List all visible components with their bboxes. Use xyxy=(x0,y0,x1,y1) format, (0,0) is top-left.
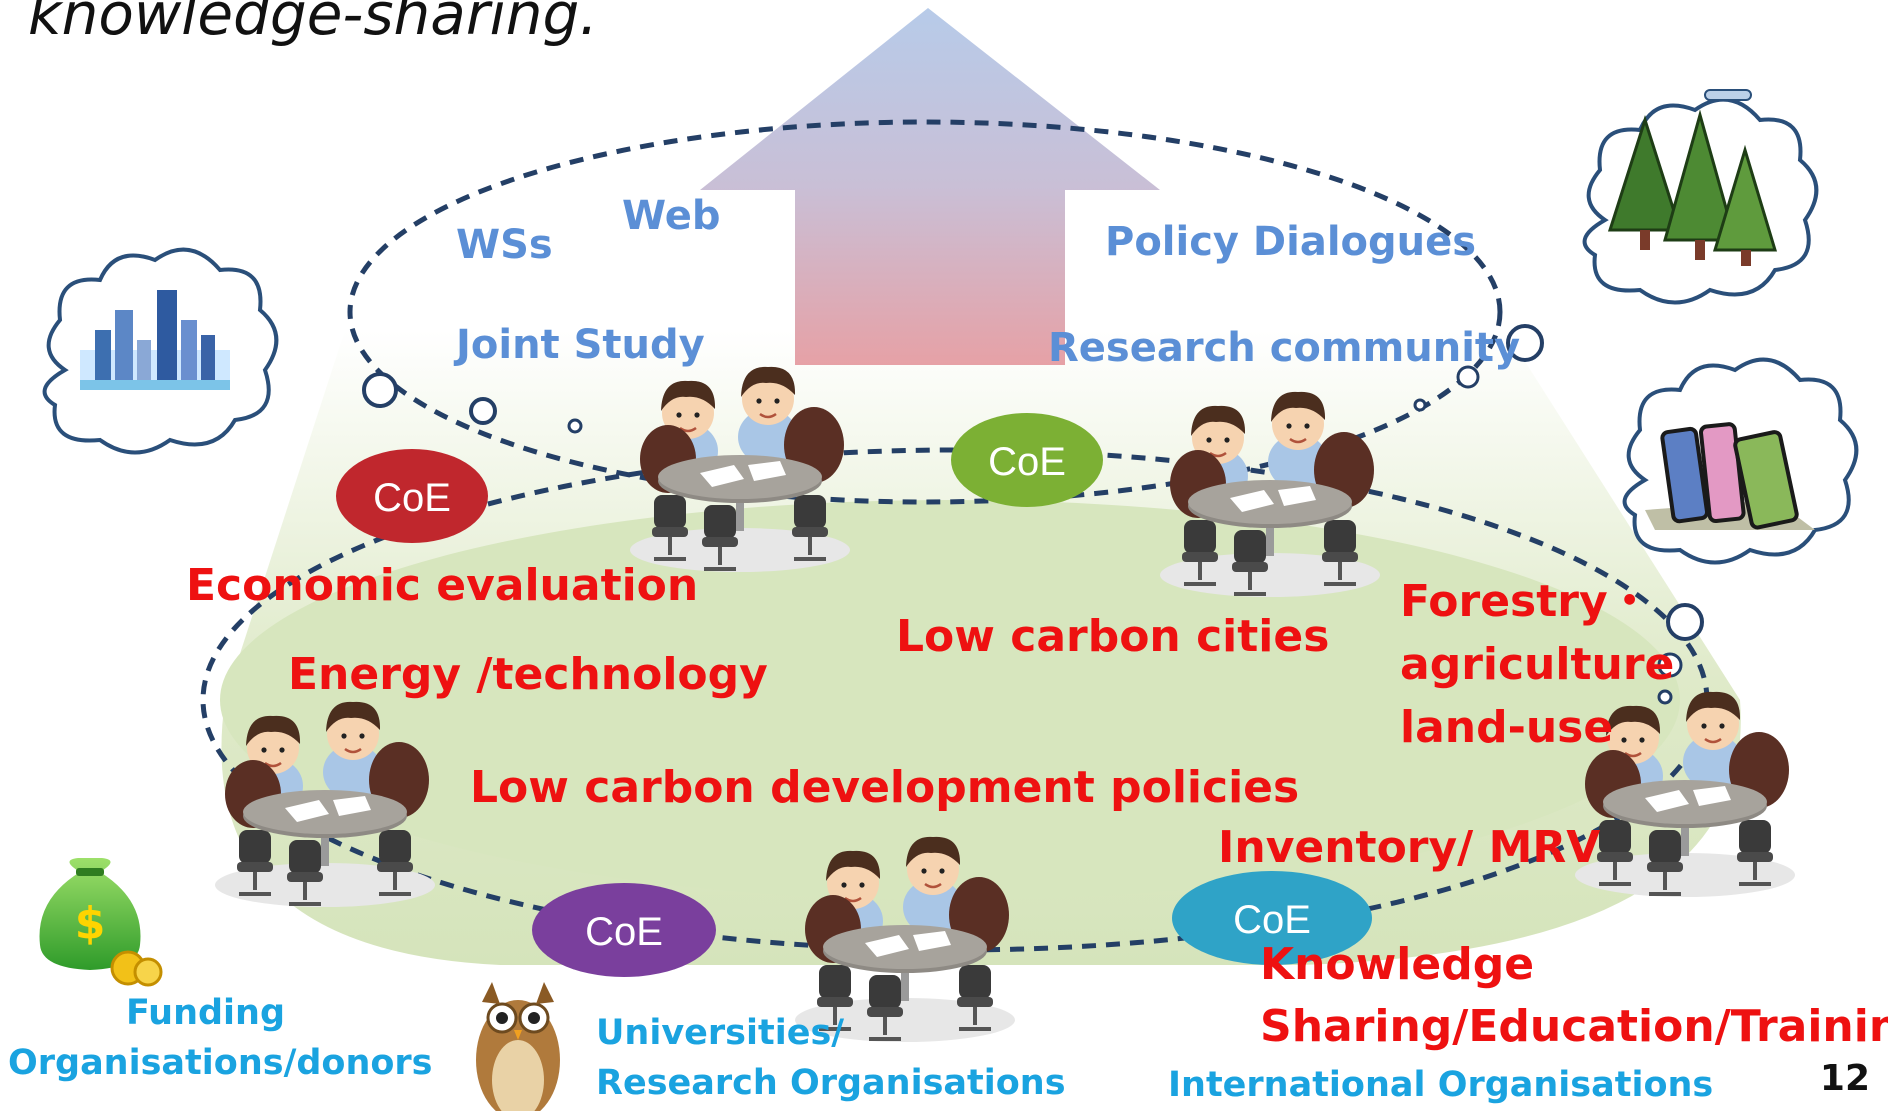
actor-universities: Universities/ xyxy=(596,1013,845,1053)
slide-title: knowledge-sharing. xyxy=(28,0,598,48)
label-research-community: Research community xyxy=(1048,325,1521,371)
coe-label: CoE xyxy=(1233,898,1311,942)
theme-low-carbon-policies: Low carbon development policies xyxy=(470,762,1300,813)
theme-forestry: Forestry・ xyxy=(1400,576,1652,627)
coe-label: CoE xyxy=(373,476,451,520)
label-joint-study: Joint Study xyxy=(456,322,705,368)
actor-research-organisations: Research Organisations xyxy=(596,1063,1066,1103)
actor-funding: Funding xyxy=(126,993,286,1033)
theme-economic-evaluation: Economic evaluation xyxy=(186,560,699,611)
theme-land-use: land-use xyxy=(1400,702,1614,753)
coe-teal xyxy=(1172,871,1372,965)
page-number: 12 xyxy=(1819,1058,1870,1099)
top-dashed-ellipse xyxy=(347,119,1503,505)
owl-icon xyxy=(476,982,560,1111)
actor-international-organisations: International Organisations xyxy=(1168,1065,1714,1105)
theme-knowledge: Knowledge xyxy=(1260,939,1535,990)
theme-sharing-education-training: Sharing/Education/Training xyxy=(1260,1001,1888,1052)
coe-green xyxy=(951,413,1103,507)
coe-label: CoE xyxy=(988,440,1066,484)
coe-red xyxy=(336,449,488,543)
books-icon xyxy=(1622,357,1859,565)
theme-agriculture: agriculture xyxy=(1400,639,1675,690)
actor-organisations-donors: Organisations/donors xyxy=(8,1043,433,1083)
money-bag-icon: $ xyxy=(39,858,163,987)
upward-arrow-icon xyxy=(700,8,1160,365)
label-wss: WSs xyxy=(456,222,553,268)
theme-inventory-mrv: Inventory/ MRV xyxy=(1218,822,1601,873)
svg-text:$: $ xyxy=(75,898,106,949)
theme-low-carbon-cities: Low carbon cities xyxy=(896,611,1330,662)
city-icon xyxy=(42,247,279,455)
label-web: Web xyxy=(622,193,721,239)
coe-label: CoE xyxy=(585,910,663,954)
coe-purple xyxy=(532,883,716,977)
theme-energy-technology: Energy /technology xyxy=(288,649,768,700)
label-policy-dialogues: Policy Dialogues xyxy=(1105,219,1477,265)
forest-icon xyxy=(1582,89,1819,305)
